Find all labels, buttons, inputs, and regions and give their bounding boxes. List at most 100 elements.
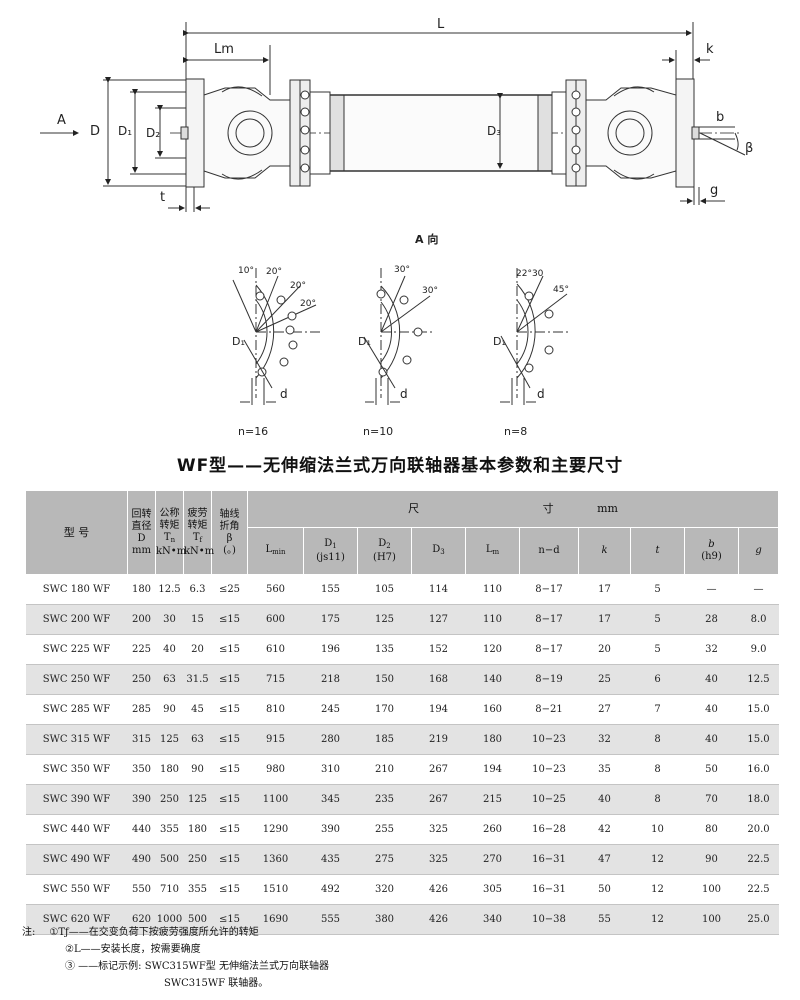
header-D3-symbol: D [432,544,441,555]
header-Lm-symbol: L [485,544,493,555]
note-4: SWC315WF 联轴器。 [52,975,329,992]
header-Tn-line1: 公称 [159,507,180,519]
value-cell: ≤15 [211,634,248,665]
dim-Lm: Lm [214,42,234,57]
n8-angle-2: 45° [553,285,569,295]
value-cell: 390 [127,784,156,815]
value-cell: 22.5 [738,844,779,875]
value-cell: 550 [127,874,156,905]
value-cell: 50 [684,754,739,785]
dim-b: b [716,110,724,125]
value-cell: 267 [411,784,466,815]
value-cell: 16−28 [519,814,579,845]
value-cell: 125 [183,784,212,815]
value-cell: 125 [155,724,184,755]
value-cell: 20 [183,634,212,665]
value-cell: 194 [465,754,520,785]
view-label: A 向 [415,232,438,246]
header-Lm-sub: m [492,548,500,556]
value-cell: ≤15 [211,604,248,635]
n16-angle-2: 20° [266,267,282,277]
dim-beta: β [745,141,753,156]
header-D2-sub: 2 [386,542,391,550]
value-cell: 6 [630,664,685,695]
value-cell: 40 [155,634,184,665]
dim-D2: D₂ [146,126,160,140]
value-cell: 275 [357,844,412,875]
value-cell: 80 [684,814,739,845]
value-cell: 50 [578,874,631,905]
header-model: 型 号 [25,490,128,575]
header-k: k [578,527,631,575]
value-cell: 10−25 [519,784,579,815]
value-cell: 355 [183,874,212,905]
value-cell: 20 [578,634,631,665]
value-cell: 40 [684,724,739,755]
header-row-1: 型 号 回转 直径 D mm 公称 转矩 Tn kN•m 疲劳 转矩 Tf kN… [25,490,780,575]
header-D-line2: 直径 [131,520,152,532]
value-cell: 22.5 [738,874,779,905]
value-cell: ≤15 [211,874,248,905]
value-cell: 8−21 [519,694,579,725]
header-Tn-line2: 转矩 [159,519,180,531]
header-D2-tol: (H7) [373,552,396,563]
n10-d1: D₁ [358,335,371,348]
note-1-text: ①Tƒ——在交变负荷下按疲劳强度所允许的转矩 [49,927,259,938]
value-cell: 1690 [247,904,304,935]
value-cell: 6.3 [183,574,212,605]
value-cell: 12 [630,904,685,935]
header-dim-chi: 尺 [408,502,420,515]
header-D1-symbol: D [324,538,333,549]
header-D-line3: D [137,532,146,544]
model-cell: SWC 315 WF [25,724,128,755]
n10-d: d [400,387,408,401]
dim-k: k [706,42,714,57]
header-D2: D2 (H7) [357,527,412,575]
header-Tf: 疲劳 转矩 Tf kN•m [183,490,214,575]
header-D1-tol: (js11) [316,552,345,563]
n8-angle-1: 22°30 [516,269,544,279]
header-beta-line3: β [226,532,233,544]
value-cell: 8 [630,754,685,785]
value-cell: — [684,574,739,605]
header-D2-symbol: D [378,538,387,549]
header-beta-line4: (。) [223,544,236,556]
dim-D: D [90,124,100,139]
value-cell: 8−17 [519,574,579,605]
model-cell: SWC 440 WF [25,814,128,845]
value-cell: — [738,574,779,605]
value-cell: ≤15 [211,754,248,785]
n8-label: n=8 [504,425,527,438]
header-dim-cun: 寸 [542,502,554,515]
value-cell: 12 [630,844,685,875]
value-cell: 10−38 [519,904,579,935]
model-cell: SWC 550 WF [25,874,128,905]
value-cell: 194 [411,694,466,725]
spec-table: 型 号 回转 直径 D mm 公称 转矩 Tn kN•m 疲劳 转矩 Tf kN… [25,490,780,935]
value-cell: 390 [303,814,358,845]
header-D-line1: 回转 [131,508,152,520]
header-Tf-sub: f [199,535,203,544]
value-cell: 255 [357,814,412,845]
dim-L: L [437,17,445,32]
value-cell: 17 [578,574,631,605]
value-cell: 47 [578,844,631,875]
value-cell: 27 [578,694,631,725]
value-cell: 492 [303,874,358,905]
value-cell: 219 [411,724,466,755]
model-cell: SWC 180 WF [25,574,128,605]
value-cell: 40 [684,664,739,695]
dim-D3: D₃ [487,124,501,138]
value-cell: 90 [684,844,739,875]
value-cell: 560 [247,574,304,605]
model-cell: SWC 620 WF [25,904,128,935]
value-cell: 70 [684,784,739,815]
n16-angle-4: 20° [300,299,316,309]
header-Tf-symbol: T [192,531,200,543]
value-cell: 250 [183,844,212,875]
